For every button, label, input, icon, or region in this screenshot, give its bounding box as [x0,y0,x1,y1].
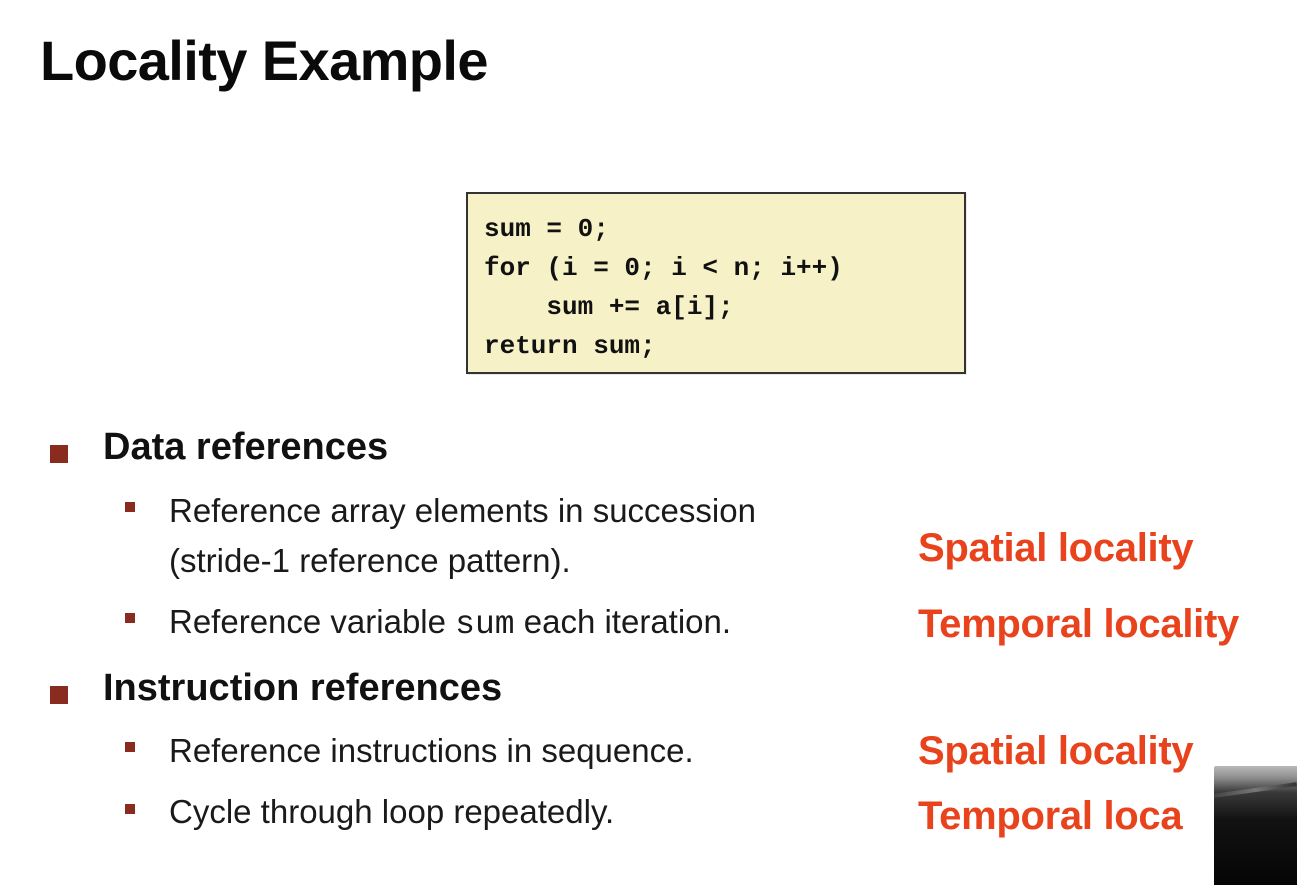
bullet-text-prefix: Reference variable [169,603,456,640]
bullet-square-icon [50,445,68,463]
bullet-text-sum-iteration: Reference variable sum each iteration. [169,597,731,650]
code-line: for (i = 0; i < n; i++) [484,253,843,283]
section-heading-data-references: Data references [103,426,389,468]
section-heading-instruction-references: Instruction references [103,667,503,709]
locality-label-temporal: Temporal locality [918,602,1239,646]
bullet-square-icon [50,686,68,704]
thumbnail-highlight [1214,782,1297,798]
bullet-text-instructions-sequence: Reference instructions in sequence. [169,732,694,769]
sub-bullet-square-icon [125,613,135,623]
bullet-text-line2: (stride-1 reference pattern). [169,542,571,579]
bullet-text-suffix: each iteration. [514,603,732,640]
locality-label-spatial: Spatial locality [918,729,1194,773]
sub-bullet-square-icon [125,742,135,752]
code-line: sum += a[i]; [484,292,734,322]
code-block: sum = 0; for (i = 0; i < n; i++) sum += … [466,192,966,374]
slide-title: Locality Example [40,29,489,92]
bullet-text-line1: Reference array elements in succession [169,492,756,529]
bullet-text-loop-repeatedly: Cycle through loop repeatedly. [169,793,615,830]
code-line: sum = 0; [484,214,609,244]
locality-label-temporal: Temporal loca [918,794,1183,838]
locality-label-spatial: Spatial locality [918,526,1194,570]
inline-code-sum: sum [455,606,515,643]
sub-bullet-square-icon [125,804,135,814]
code-line: return sum; [484,331,656,361]
speaker-video-thumbnail [1214,766,1297,885]
sub-bullet-square-icon [125,502,135,512]
